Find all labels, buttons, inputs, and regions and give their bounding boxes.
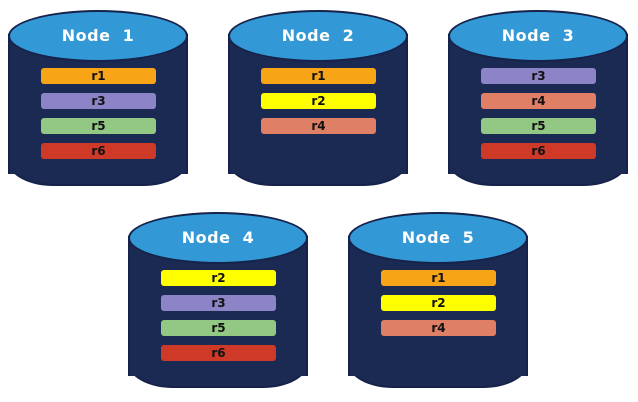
replica-label: r3 — [91, 94, 106, 108]
replica-label: r3 — [211, 296, 226, 310]
replica-bar-r2[interactable]: r2 — [261, 93, 376, 109]
replica-bar-r6[interactable]: r6 — [41, 143, 156, 159]
cylinder-top-2: Node 2 — [228, 10, 408, 62]
replica-bar-r2[interactable]: r2 — [161, 270, 276, 286]
node-cylinder-5[interactable]: Node 5 r1 r2 r4 — [348, 212, 528, 390]
replica-label: r2 — [431, 296, 446, 310]
node-title: Node 4 — [181, 228, 255, 247]
replica-list-1: r1 r3 r5 r6 — [41, 68, 156, 168]
replica-label: r5 — [211, 321, 226, 335]
cylinder-top-3: Node 3 — [448, 10, 628, 62]
replica-bar-r4[interactable]: r4 — [481, 93, 596, 109]
replica-list-3: r3 r4 r5 r6 — [481, 68, 596, 168]
cylinder-top-1: Node 1 — [8, 10, 188, 62]
replica-bar-r1[interactable]: r1 — [41, 68, 156, 84]
replica-label: r4 — [431, 321, 446, 335]
node-title: Node 2 — [281, 26, 355, 45]
replica-bar-r3[interactable]: r3 — [481, 68, 596, 84]
replica-bar-r5[interactable]: r5 — [41, 118, 156, 134]
replica-bar-r5[interactable]: r5 — [161, 320, 276, 336]
node-title: Node 3 — [501, 26, 575, 45]
replica-bar-r6[interactable]: r6 — [481, 143, 596, 159]
replica-bar-r2[interactable]: r2 — [381, 295, 496, 311]
replica-bar-r4[interactable]: r4 — [381, 320, 496, 336]
replica-list-2: r1 r2 r4 — [261, 68, 376, 143]
replica-bar-r5[interactable]: r5 — [481, 118, 596, 134]
cylinder-top-5: Node 5 — [348, 212, 528, 264]
replica-bar-r6[interactable]: r6 — [161, 345, 276, 361]
replica-list-4: r2 r3 r5 r6 — [161, 270, 276, 370]
replica-label: r6 — [531, 144, 546, 158]
replica-label: r2 — [211, 271, 226, 285]
replica-label: r6 — [91, 144, 106, 158]
replica-label: r1 — [91, 69, 106, 83]
replica-label: r5 — [531, 119, 546, 133]
replica-bar-r1[interactable]: r1 — [261, 68, 376, 84]
node-cylinder-4[interactable]: Node 4 r2 r3 r5 r6 — [128, 212, 308, 390]
node-title: Node 5 — [401, 228, 475, 247]
replica-label: r2 — [311, 94, 326, 108]
replica-label: r1 — [431, 271, 446, 285]
node-title: Node 1 — [61, 26, 135, 45]
replica-label: r4 — [531, 94, 546, 108]
replica-bar-r4[interactable]: r4 — [261, 118, 376, 134]
replica-bar-r1[interactable]: r1 — [381, 270, 496, 286]
replica-bar-r3[interactable]: r3 — [161, 295, 276, 311]
replica-bar-r3[interactable]: r3 — [41, 93, 156, 109]
replica-label: r6 — [211, 346, 226, 360]
replica-label: r1 — [311, 69, 326, 83]
node-cylinder-1[interactable]: Node 1 r1 r3 r5 r6 — [8, 10, 188, 188]
cylinder-top-4: Node 4 — [128, 212, 308, 264]
replica-label: r3 — [531, 69, 546, 83]
replica-list-5: r1 r2 r4 — [381, 270, 496, 345]
node-cylinder-2[interactable]: Node 2 r1 r2 r4 — [228, 10, 408, 188]
replica-label: r4 — [311, 119, 326, 133]
replica-label: r5 — [91, 119, 106, 133]
node-cylinder-3[interactable]: Node 3 r3 r4 r5 r6 — [448, 10, 628, 188]
